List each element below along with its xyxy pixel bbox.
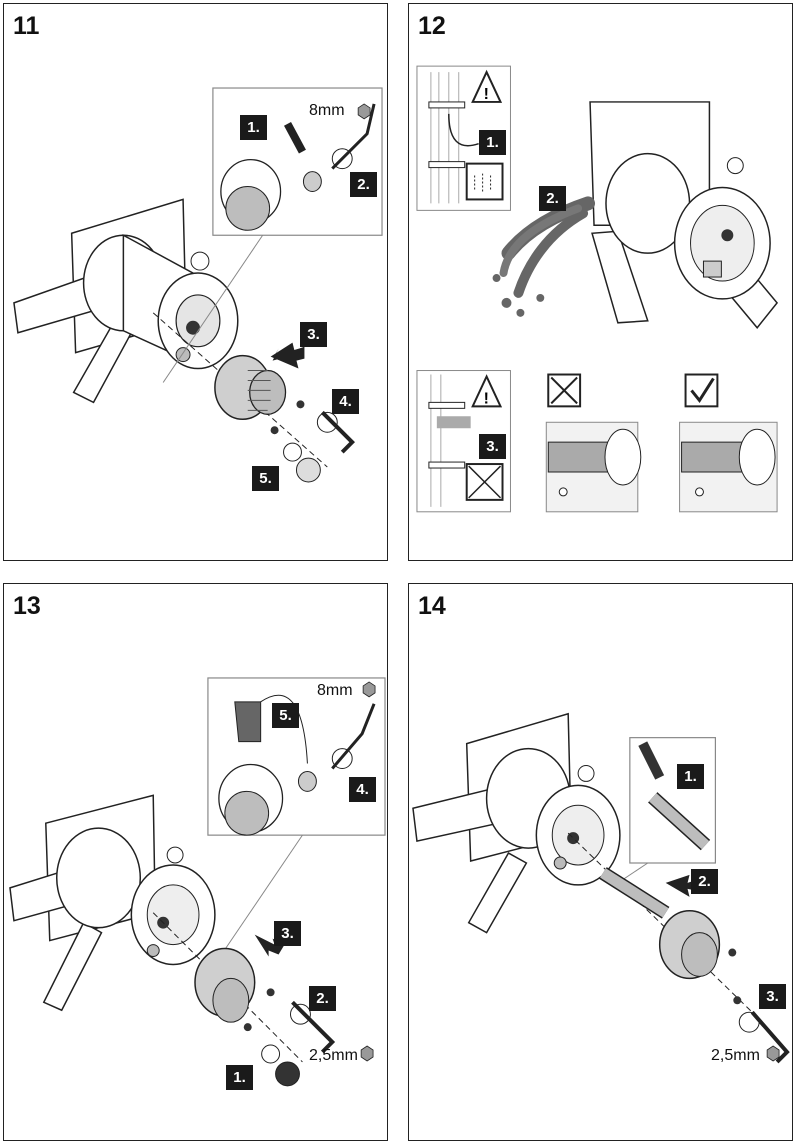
step-5-badge: 5. bbox=[252, 466, 279, 491]
tool-size-label: 8mm bbox=[309, 102, 345, 119]
step-2-badge: 2. bbox=[309, 986, 336, 1011]
hex-key-icon bbox=[360, 1045, 374, 1062]
valve-illustration bbox=[412, 712, 790, 1064]
panel-13: 13 8mm 2,5mm 5. 4. 3. bbox=[3, 583, 388, 1141]
warning-triangle-icon bbox=[471, 69, 503, 103]
step-1-badge: 1. bbox=[240, 115, 267, 140]
hex-key-icon bbox=[362, 681, 376, 698]
panel-12: 12 ! ! bbox=[408, 3, 793, 561]
step-1-badge: 1. bbox=[479, 130, 506, 155]
hex-key-icon bbox=[766, 1045, 780, 1062]
water-spray-icon bbox=[465, 162, 504, 201]
step-3-badge: 3. bbox=[759, 984, 786, 1009]
valve-illustration bbox=[13, 87, 383, 483]
step-1-badge: 1. bbox=[226, 1065, 253, 1090]
step-2-badge: 2. bbox=[539, 186, 566, 211]
step-3-badge: 3. bbox=[274, 921, 301, 946]
panel-14: 14 1. 2. 3. 2,5mm bbox=[408, 583, 793, 1141]
step-1-badge: 1. bbox=[677, 764, 704, 789]
step-3-badge: 3. bbox=[300, 322, 327, 347]
hex-key-icon bbox=[357, 103, 371, 120]
flushing-illustration: ! ! bbox=[416, 65, 779, 513]
step-2-badge: 2. bbox=[350, 172, 377, 197]
svg-text:!: ! bbox=[484, 390, 489, 407]
step-3-badge: 3. bbox=[479, 434, 506, 459]
step-5-badge: 5. bbox=[272, 703, 299, 728]
step-4-badge: 4. bbox=[349, 777, 376, 802]
svg-text:!: ! bbox=[484, 86, 489, 103]
panel-number: 13 bbox=[13, 592, 41, 620]
step-4-badge: 4. bbox=[332, 389, 359, 414]
warning-triangle-icon bbox=[471, 374, 503, 408]
panel-number: 11 bbox=[13, 12, 40, 40]
step-2-badge: 2. bbox=[691, 869, 718, 894]
panel-number: 12 bbox=[418, 12, 446, 40]
panel-11: 11 bbox=[3, 3, 388, 561]
tool-size-top-label: 8mm bbox=[317, 682, 353, 699]
tool-size-label: 2,5mm bbox=[711, 1047, 760, 1064]
tool-size-bottom-label: 2,5mm bbox=[309, 1047, 358, 1064]
panel-number: 14 bbox=[418, 592, 446, 620]
